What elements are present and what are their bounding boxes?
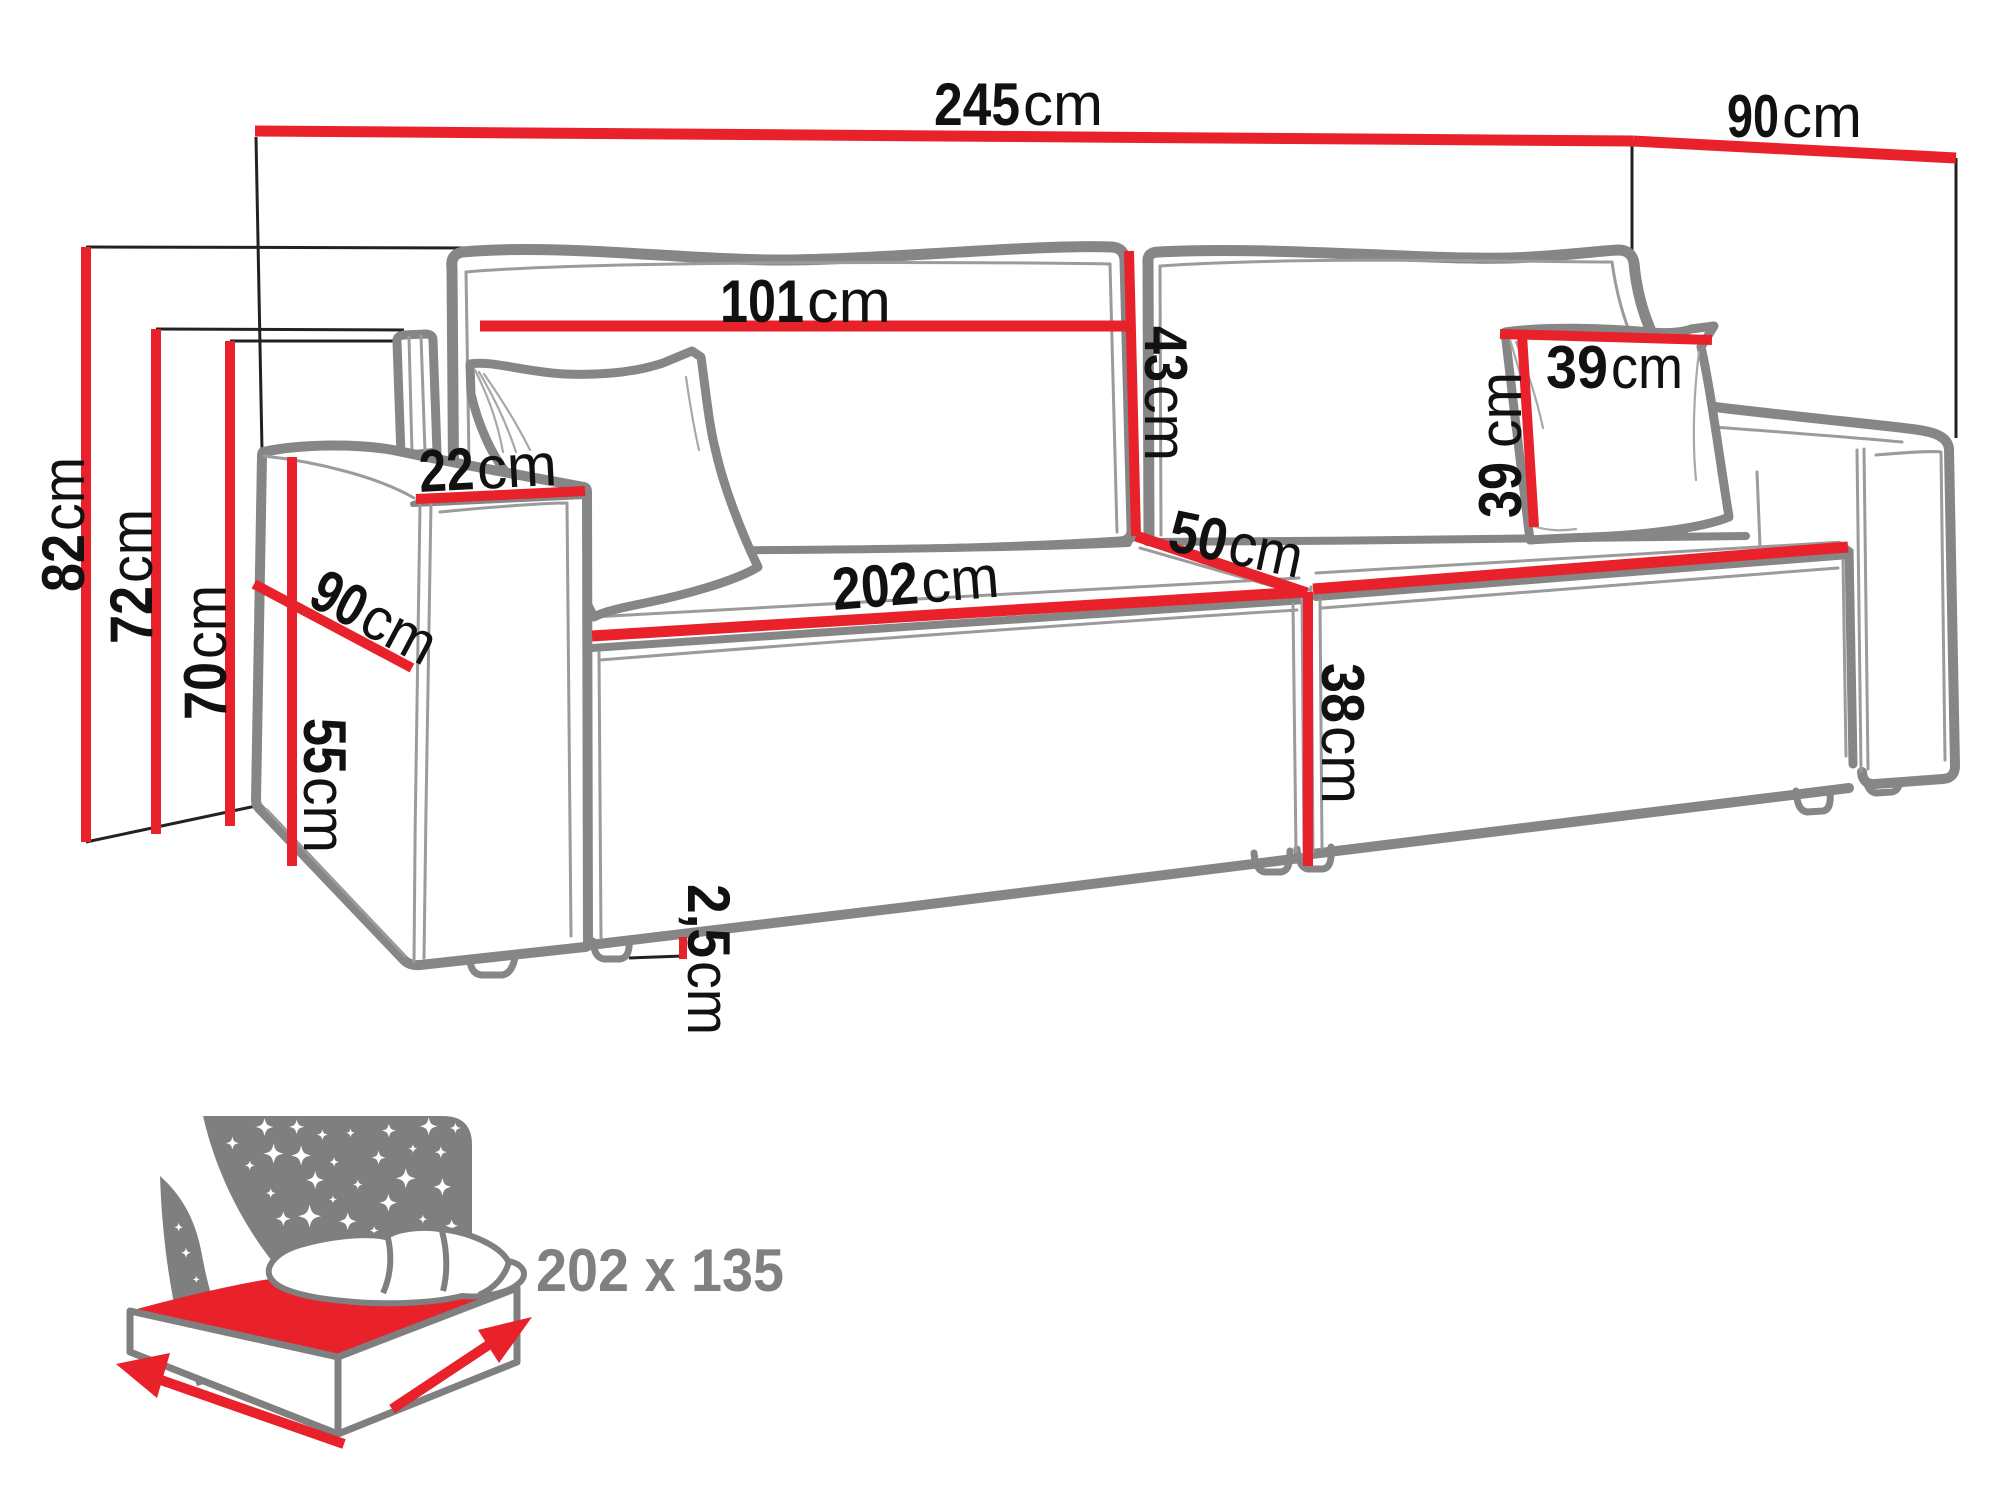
svg-text:39cm: 39cm — [1467, 372, 1534, 518]
svg-text:202 x 135: 202 x 135 — [536, 1237, 784, 1304]
svg-text:82cm: 82cm — [30, 457, 97, 592]
svg-text:70cm: 70cm — [172, 585, 239, 720]
svg-text:245cm: 245cm — [934, 71, 1103, 138]
svg-text:101cm: 101cm — [720, 268, 891, 335]
svg-text:2,5cm: 2,5cm — [675, 884, 742, 1035]
svg-text:72cm: 72cm — [98, 509, 165, 644]
svg-text:90cm: 90cm — [1727, 83, 1862, 150]
svg-text:43cm: 43cm — [1132, 326, 1199, 461]
svg-text:22cm: 22cm — [417, 431, 558, 505]
svg-text:39cm: 39cm — [1546, 334, 1683, 401]
svg-text:202cm: 202cm — [830, 543, 1002, 623]
svg-text:55cm: 55cm — [291, 718, 358, 853]
svg-text:50cm: 50cm — [1163, 497, 1309, 591]
svg-text:38cm: 38cm — [1309, 663, 1376, 804]
